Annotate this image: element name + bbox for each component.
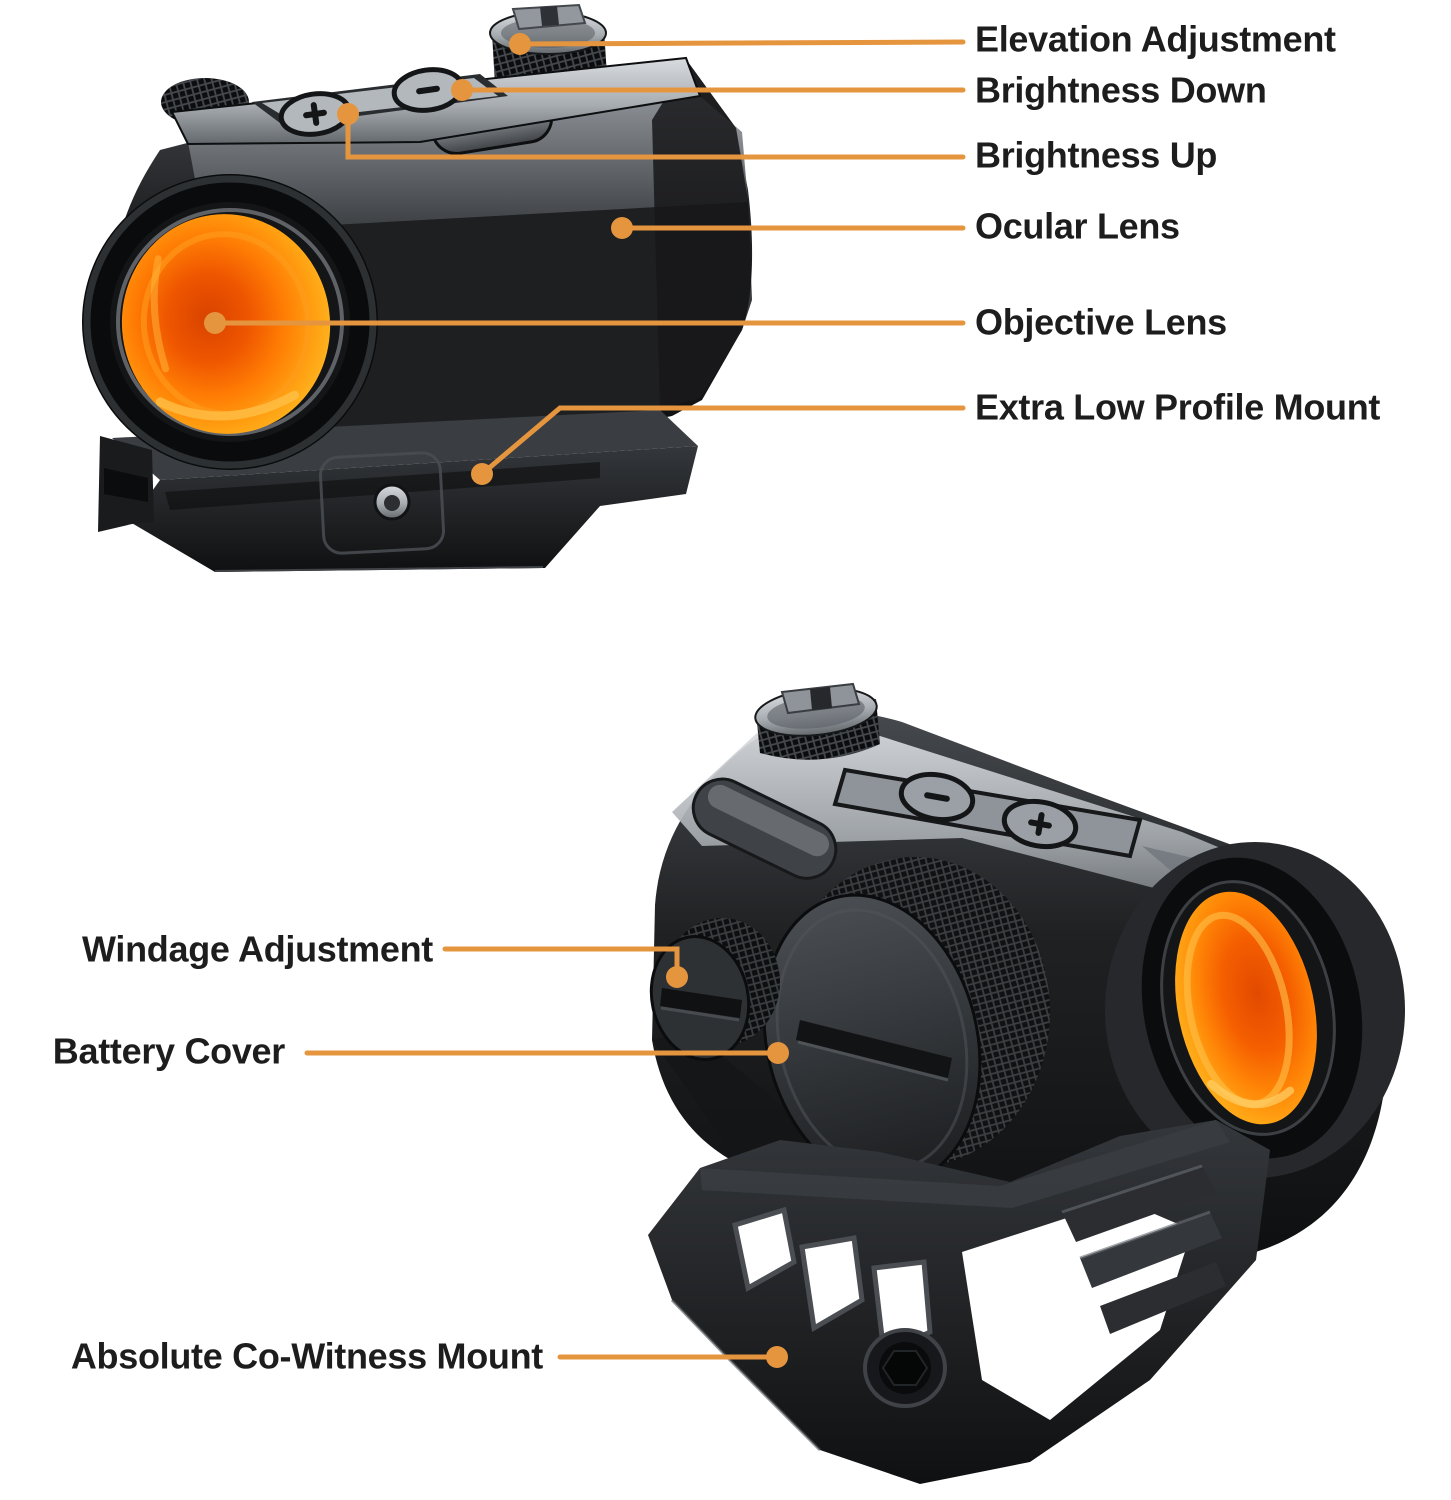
leader-dot-brightness-up	[337, 103, 359, 125]
leader-dot-extra-low-profile-mount	[471, 463, 493, 485]
leader-brightness-up	[345, 111, 966, 160]
leader-dot-absolute-co-witness-mount	[766, 1346, 788, 1368]
rear-brightness-down-button	[898, 771, 976, 823]
leader-dot-battery-cover	[767, 1042, 789, 1064]
leader-extra-low-profile-mount	[479, 405, 966, 477]
plus-icon	[1028, 812, 1052, 836]
leader-dot-windage-adjustment	[666, 966, 688, 988]
front-top-deck	[170, 56, 702, 146]
rear-battery-slot	[796, 1020, 952, 1078]
leader-windage-adjustment	[442, 946, 680, 980]
leader-dot-elevation-adjustment	[509, 33, 531, 55]
rear-button-panel	[832, 767, 1143, 859]
mount-hex-screw	[863, 1328, 947, 1408]
minus-icon	[416, 85, 440, 95]
rear-side-groove	[691, 777, 838, 880]
rear-brightness-up-button	[1001, 798, 1079, 850]
rear-co-witness-mount	[648, 1120, 1270, 1484]
rear-ocular-assembly	[1105, 842, 1405, 1178]
minus-icon	[924, 792, 950, 802]
leader-dot-objective-lens	[204, 312, 226, 334]
rear-windage-slot	[660, 988, 742, 1018]
leader-dot-brightness-down	[451, 79, 473, 101]
rear-left-cluster	[649, 857, 1050, 1187]
plus-icon	[303, 102, 327, 126]
leader-elevation-adjustment	[517, 39, 966, 47]
mount-rail-slats	[1061, 1164, 1226, 1334]
sight-rear-view-illustration	[648, 682, 1405, 1484]
leader-dot-ocular-lens	[611, 217, 633, 239]
rear-elevation-knob	[754, 682, 880, 760]
leader-lines-layer	[204, 33, 966, 1368]
front-mount-plate	[318, 451, 446, 555]
mount-top-lip	[700, 1120, 1230, 1208]
